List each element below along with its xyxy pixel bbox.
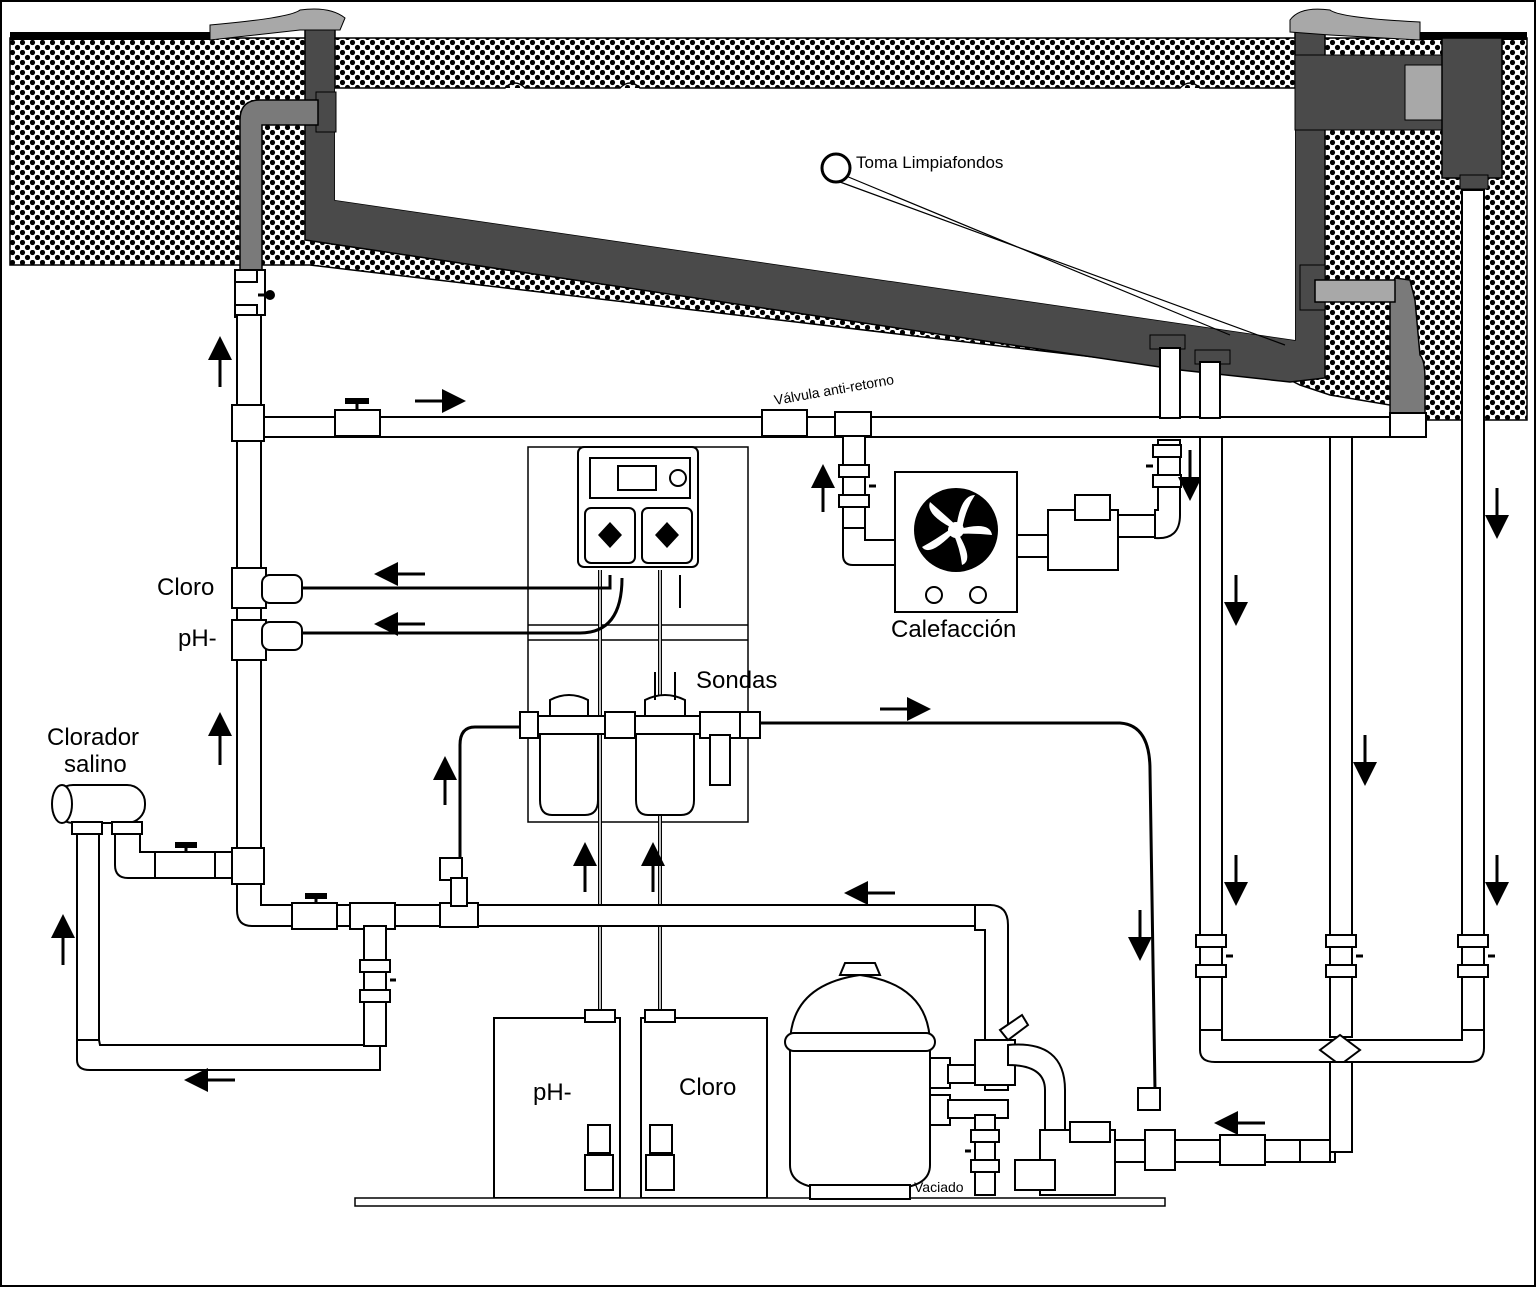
pump-return-line — [236, 842, 1009, 1091]
heater-branch: Calefacción — [811, 347, 1221, 643]
top-return-line: Válvula anti-retorno — [231, 277, 1427, 442]
label-ph-injection: pH- — [178, 625, 217, 652]
suction-lines — [1195, 189, 1509, 1163]
label-tank-ph: pH- — [533, 1079, 572, 1106]
label-clorador-2: salino — [64, 751, 127, 778]
cleaner-inlet: Toma Limpiafondos — [820, 152, 1286, 346]
label-toma-limpiafondos: Toma Limpiafondos — [856, 153, 1003, 172]
label-calefaccion: Calefacción — [891, 616, 1016, 643]
sample-tubing — [433, 697, 1161, 1111]
label-sondas: Sondas — [696, 667, 777, 694]
label-cloro-injection: Cloro — [157, 574, 214, 601]
pool-shell — [209, 8, 1503, 383]
label-tank-cloro: Cloro — [679, 1074, 736, 1101]
label-valvula-anti-retorno: Válvula anti-retorno — [773, 371, 896, 408]
label-clorador-1: Clorador — [47, 724, 139, 751]
dosing-controller: Sondas — [300, 446, 777, 1020]
sand-filter: Vaciado — [784, 962, 1066, 1200]
injection-points: Cloro pH- — [157, 562, 425, 661]
label-vaciado: Vaciado — [914, 1179, 964, 1195]
pump — [1014, 1111, 1336, 1196]
chemical-tanks: pH- Cloro — [354, 1009, 1166, 1207]
salt-chlorinator: Clorador salino — [47, 724, 381, 1092]
